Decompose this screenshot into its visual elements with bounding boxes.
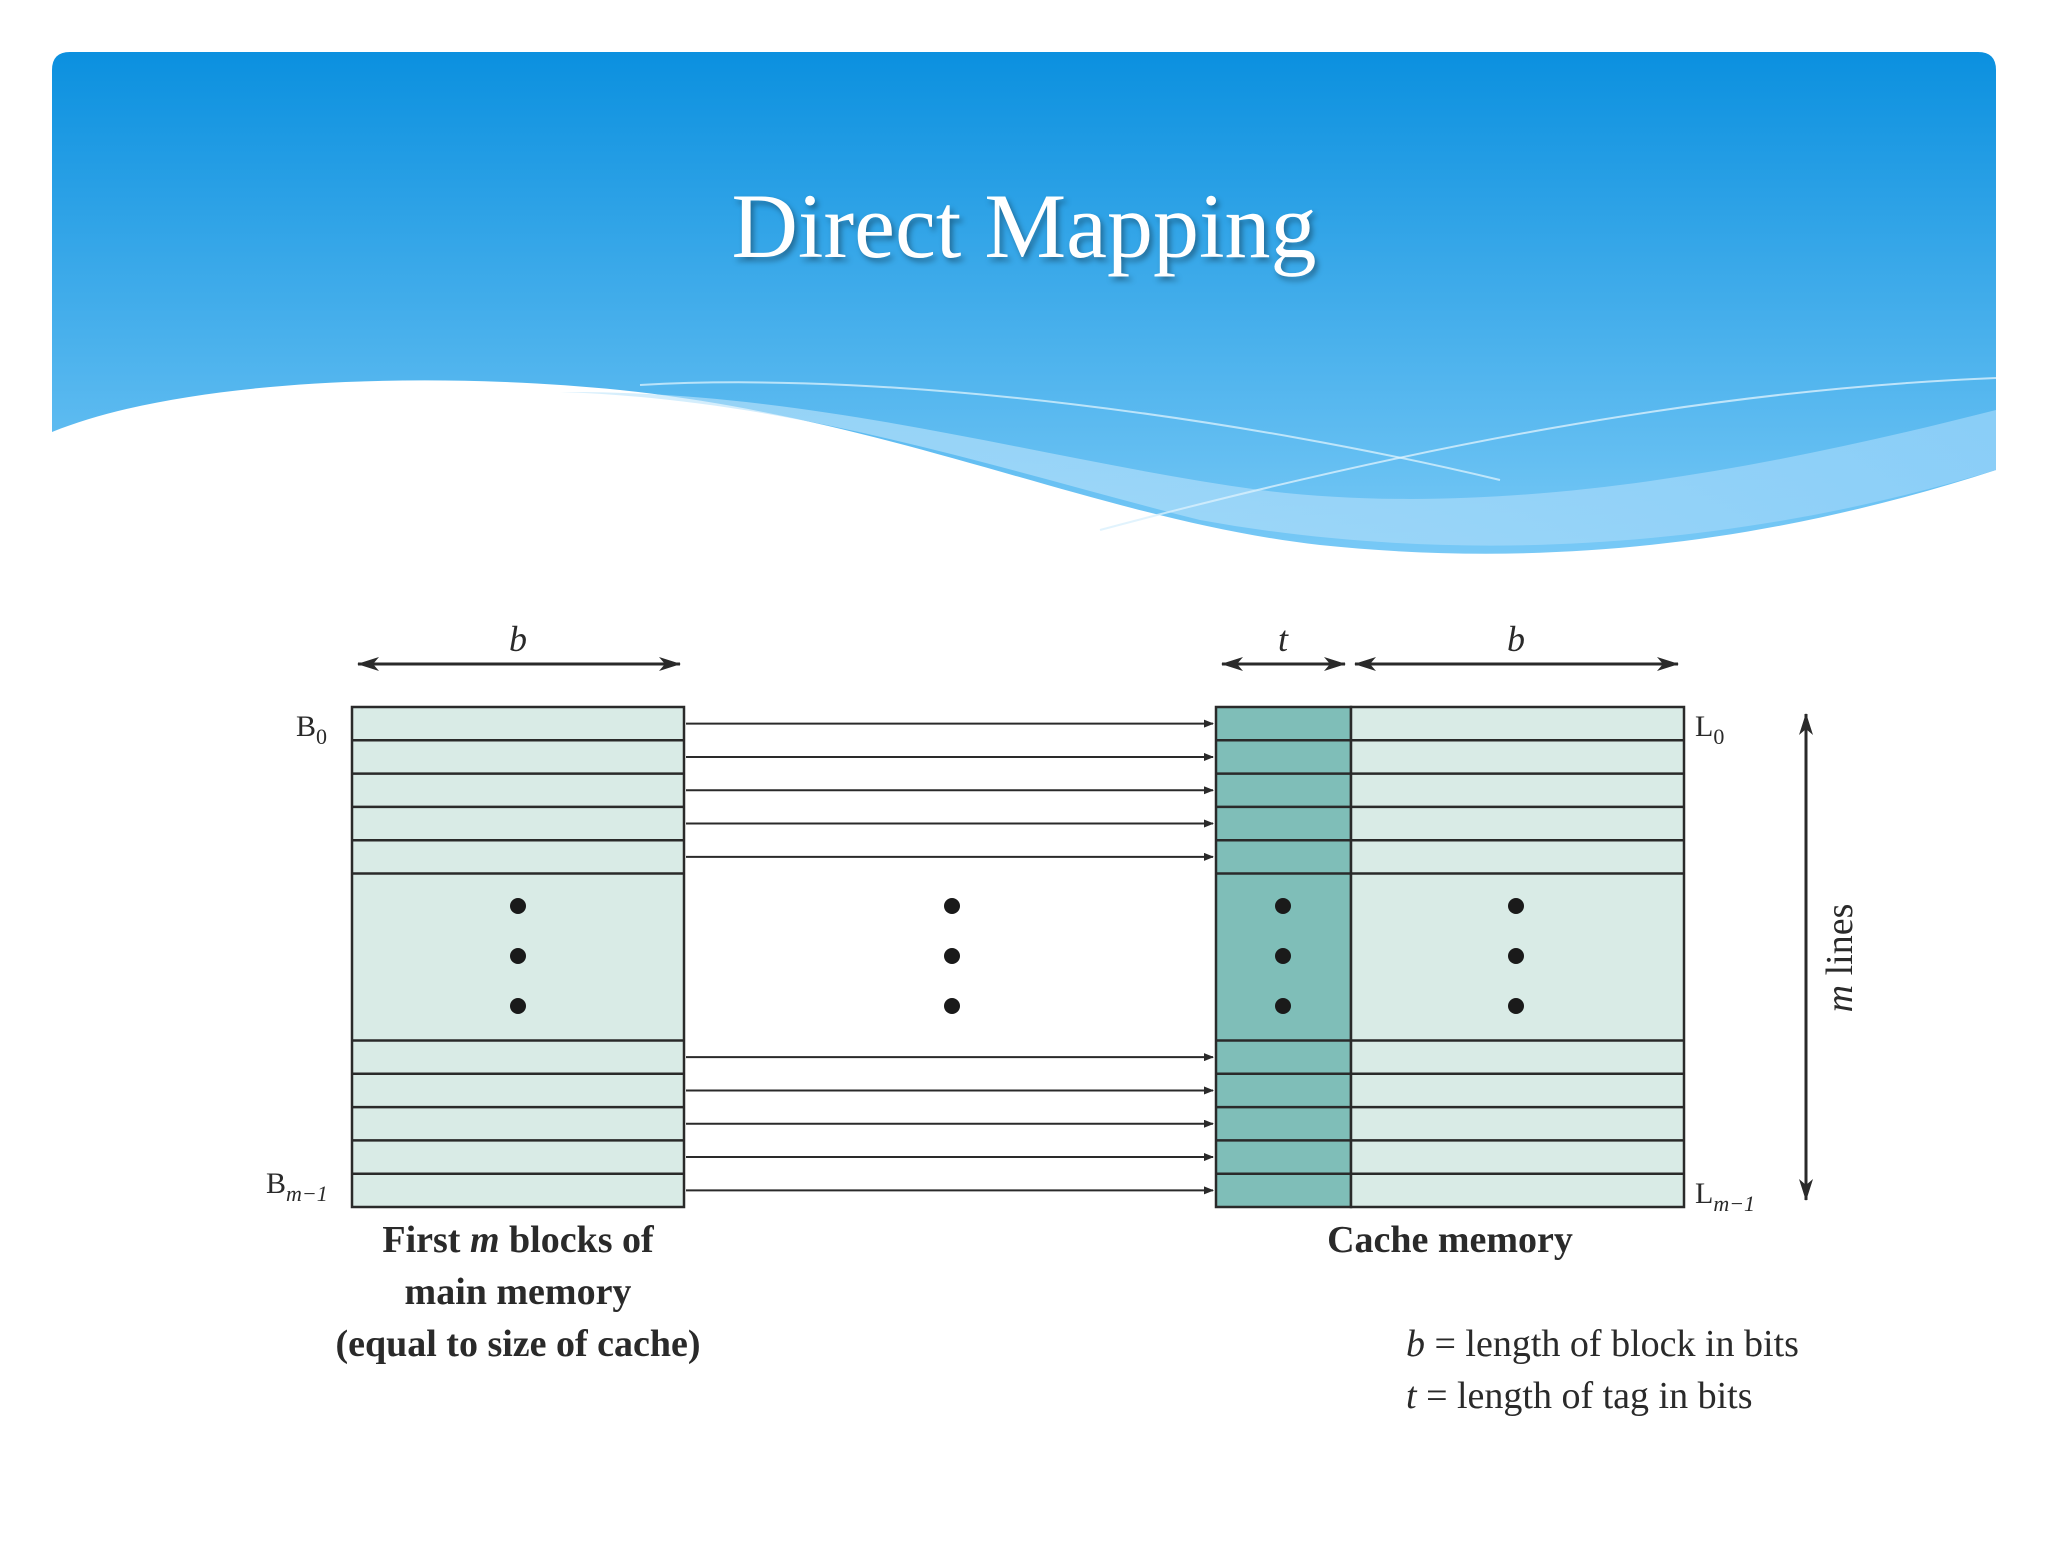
ellipsis-dot	[1508, 898, 1524, 914]
mapping-arrows	[686, 719, 1214, 1195]
ellipsis-dot	[510, 948, 526, 964]
ellipsis-dot	[944, 948, 960, 964]
ellipsis-dot	[1508, 998, 1524, 1014]
m-lines-label: m lines	[1819, 904, 1861, 1013]
last-block-subscript: m−1	[286, 1181, 328, 1206]
ellipsis-dot	[944, 998, 960, 1014]
legend-item-tag-length: t = length of tag in bits	[1406, 1375, 1753, 1417]
main-memory-caption-line-1: First m blocks of	[382, 1219, 655, 1261]
first-line-letter: L	[1695, 710, 1713, 743]
main-memory-caption: First m blocks of main memory (equal to …	[335, 1219, 700, 1365]
last-block-label: Bm−1	[266, 1167, 328, 1206]
first-block-letter: B	[296, 710, 316, 743]
cache-memory-caption: Cache memory	[1327, 1219, 1573, 1261]
ellipsis-dot	[1275, 948, 1291, 964]
last-line-letter: L	[1695, 1177, 1713, 1210]
header-wave-line	[1099, 377, 1997, 531]
tag-width-label: t	[1278, 619, 1289, 659]
ellipsis-dot	[944, 898, 960, 914]
cache-block-width-label: b	[1507, 619, 1525, 659]
legend-item-block-length: b = length of block in bits	[1406, 1323, 1799, 1365]
header-wave-line	[639, 381, 1501, 481]
ellipsis-dot	[1275, 998, 1291, 1014]
header-wave	[560, 391, 1996, 546]
main-memory-caption-line-2: main memory	[405, 1271, 632, 1313]
first-block-label: B0	[296, 710, 327, 749]
last-line-subscript: m−1	[1713, 1191, 1755, 1216]
ellipsis-dots	[510, 898, 1524, 1014]
main-memory-caption-line-3: (equal to size of cache)	[335, 1323, 700, 1365]
last-block-letter: B	[266, 1167, 286, 1200]
header-band	[52, 52, 1996, 554]
first-line-subscript: 0	[1713, 724, 1724, 749]
last-line-label: Lm−1	[1695, 1177, 1755, 1216]
ellipsis-dot	[1508, 948, 1524, 964]
first-line-label: L0	[1695, 710, 1724, 749]
ellipsis-dot	[510, 998, 526, 1014]
ellipsis-dot	[510, 898, 526, 914]
legend: b = length of block in bits t = length o…	[1406, 1323, 1799, 1417]
first-block-subscript: 0	[316, 724, 327, 749]
slide-title: Direct Mapping	[731, 175, 1317, 277]
ellipsis-dot	[1275, 898, 1291, 914]
main-block-width-label: b	[509, 619, 527, 659]
